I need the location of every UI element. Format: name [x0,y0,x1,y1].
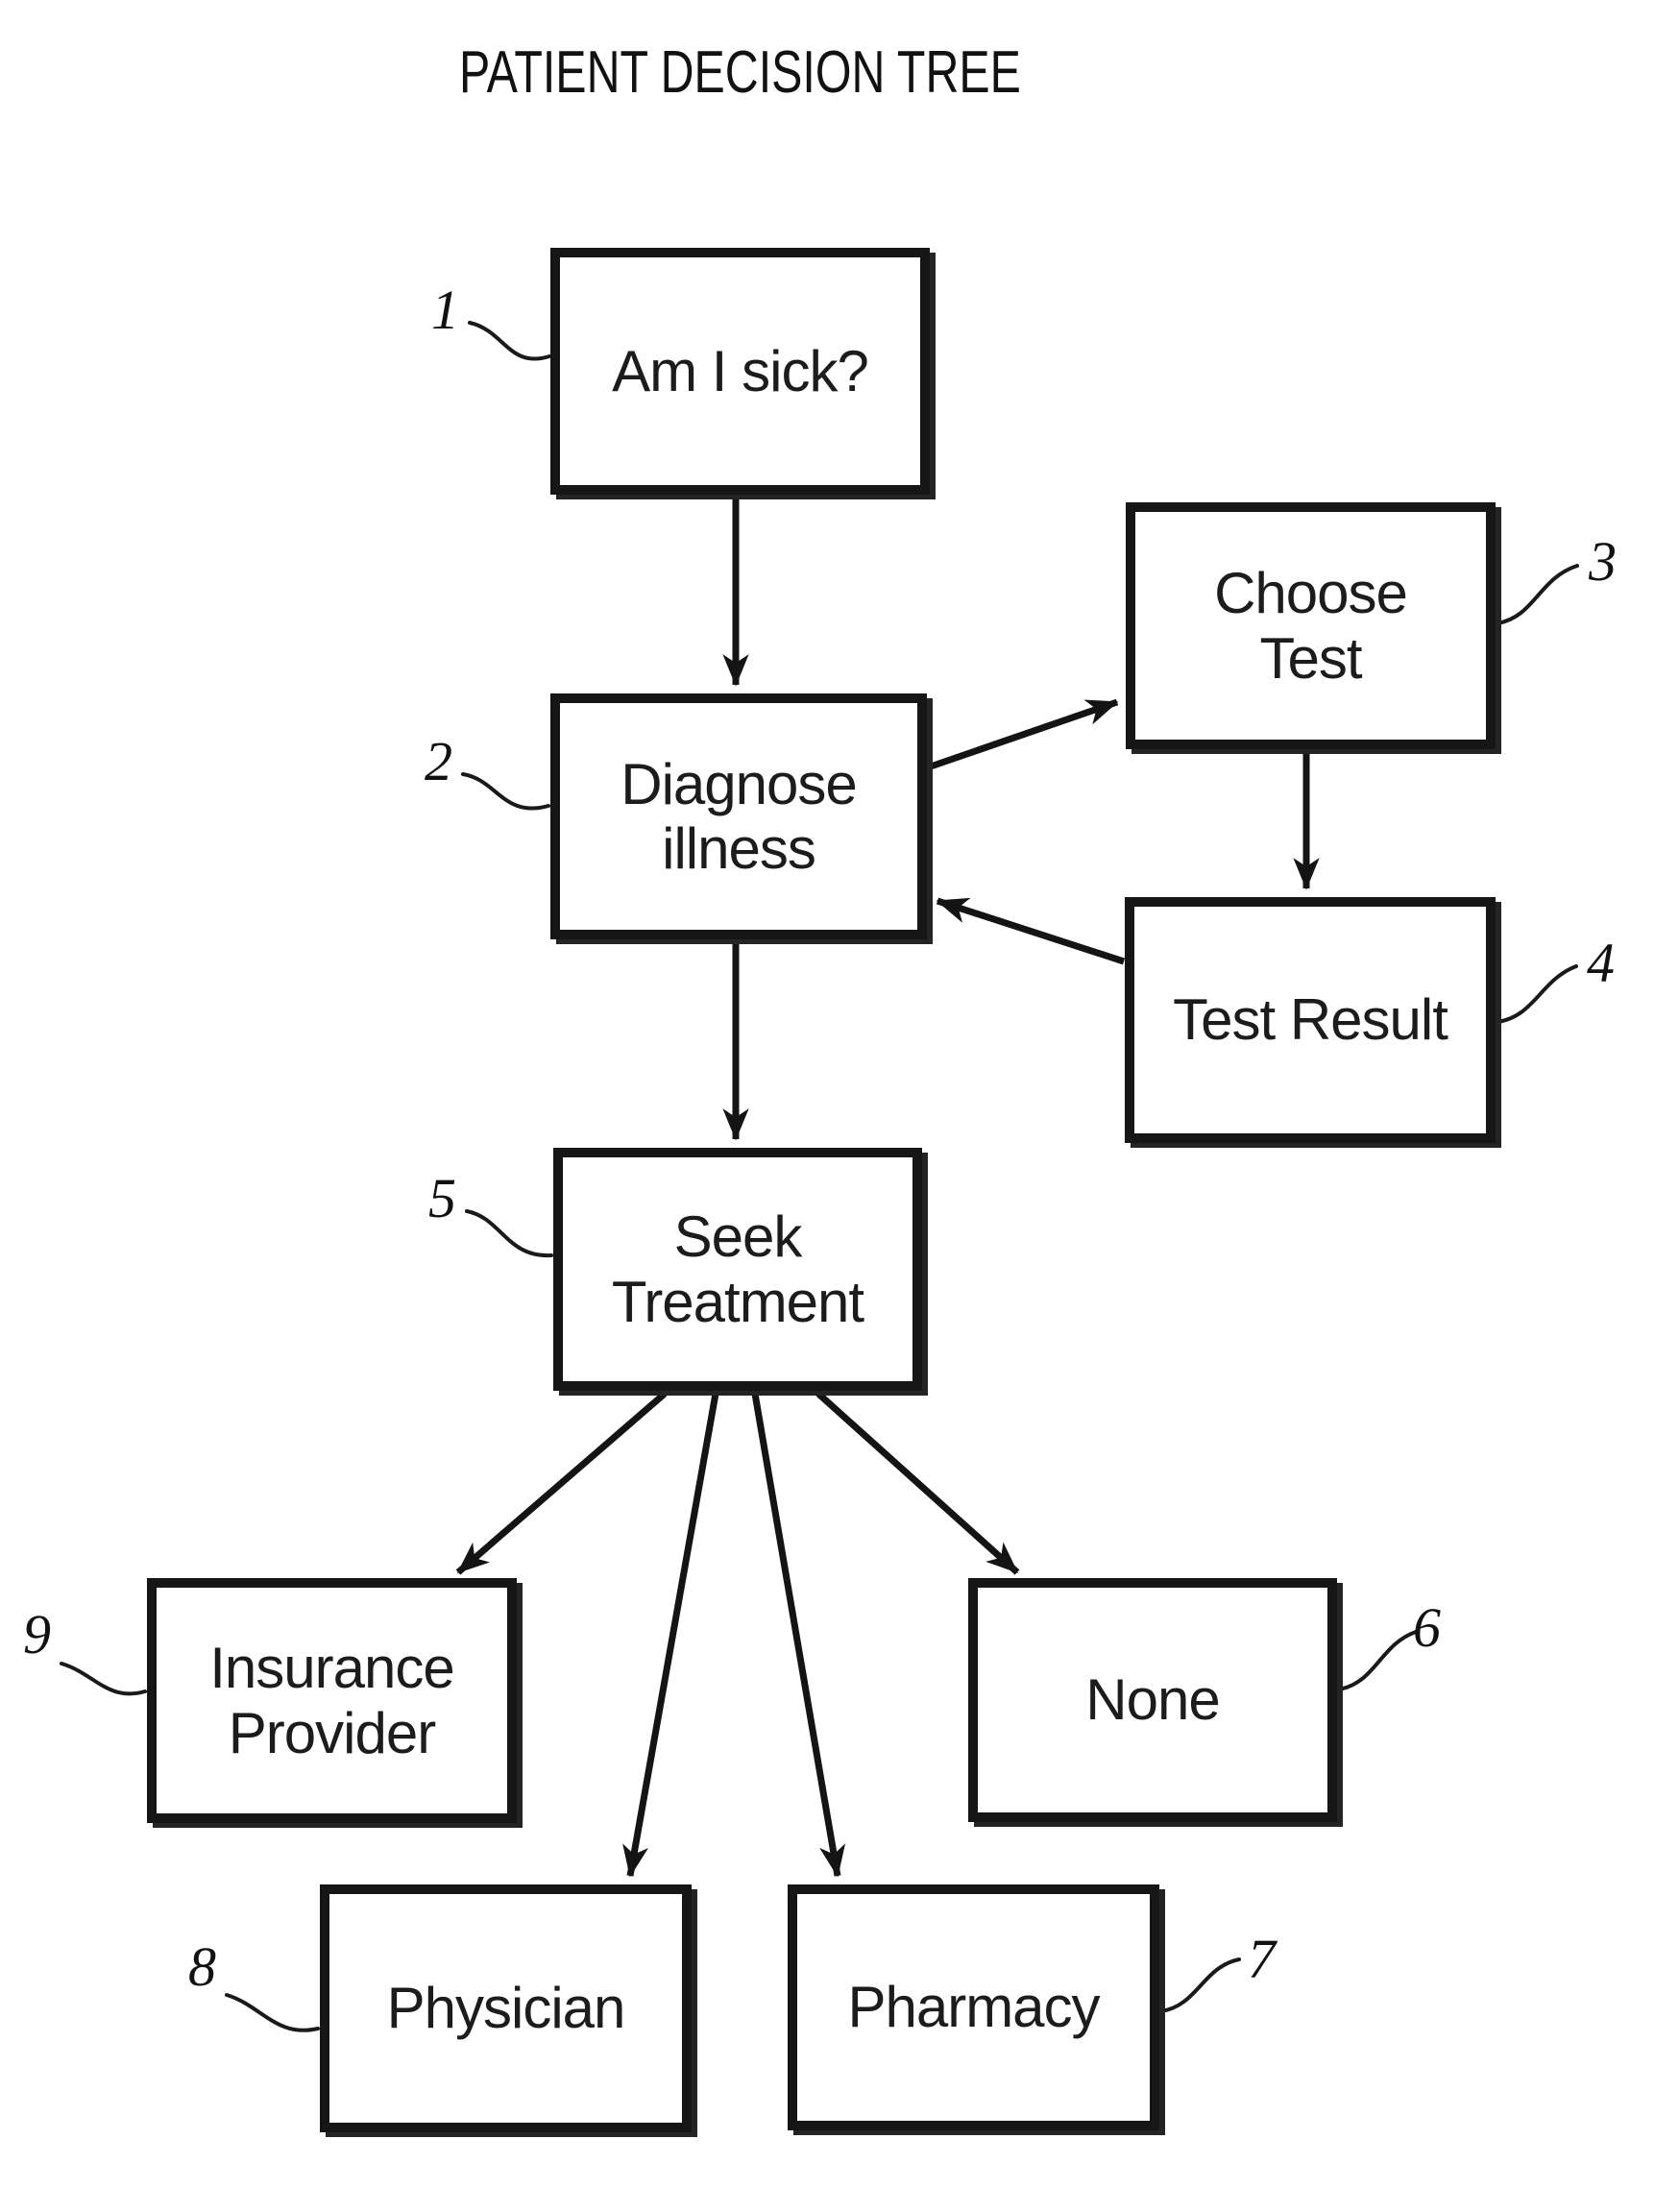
ref-numeral-1: 1 [431,279,459,341]
flow-box-physician: Physician [320,1884,692,2132]
leader-ref-9 [60,1662,147,1696]
ref-numeral-4: 4 [1587,932,1615,994]
ref-numeral-9: 9 [23,1603,51,1665]
leader-ref-5 [465,1209,553,1258]
flow-box-choose-test: Choose Test [1126,502,1496,749]
flow-box-am-i-sick: Am I sick? [550,248,930,495]
flow-box-none: None [968,1578,1337,1822]
ref-numeral-2: 2 [425,730,452,792]
leader-ref-8 [225,1993,320,2032]
ref-numeral-3: 3 [1589,530,1617,593]
ref-numeral-7: 7 [1248,1928,1276,1990]
arrow-2-to-3 [926,698,1119,771]
arrow-5-to-8 [622,1393,719,1878]
ref-numeral-8: 8 [188,1935,216,1998]
arrow-5-to-7 [751,1393,846,1878]
ref-numeral-6: 6 [1413,1596,1441,1659]
flow-box-label: illness [662,816,816,881]
arrow-5-to-9 [455,1391,668,1575]
flow-box-label: Test [1259,625,1362,691]
leader-ref-4 [1496,964,1578,1024]
flow-box-label: Am I sick? [612,338,869,403]
flow-box-seek-treatment: Seek Treatment [553,1148,922,1391]
leader-ref-6 [1337,1630,1418,1691]
leader-ref-3 [1496,564,1579,625]
flow-box-label: Pharmacy [847,1975,1100,2040]
flow-box-test-result: Test Result [1125,897,1496,1143]
figure-title: PATIENT DECISION TREE [459,39,1021,106]
leader-ref-2 [461,772,550,811]
flow-box-label: Test Result [1173,987,1448,1053]
flow-box-diagnose-illness: Diagnose illness [550,693,927,939]
flow-box-label: Seek [673,1204,803,1270]
arrow-4-to-2 [936,897,1126,965]
flow-box-label: Treatment [611,1269,864,1334]
flow-box-label: Physician [386,1976,626,2041]
ref-numeral-5: 5 [428,1167,456,1229]
flow-box-label: Insurance [209,1636,454,1701]
flow-box-insurance-provider: Insurance Provider [147,1578,517,1823]
flow-box-label: Choose [1214,561,1408,626]
flow-box-label: Provider [228,1700,436,1765]
leader-ref-7 [1159,1957,1241,2013]
arrow-5-to-6 [815,1391,1020,1575]
flow-box-label: Diagnose [620,751,858,816]
flow-box-pharmacy: Pharmacy [788,1884,1159,2130]
leader-ref-1 [468,321,551,361]
flow-box-label: None [1085,1667,1220,1733]
